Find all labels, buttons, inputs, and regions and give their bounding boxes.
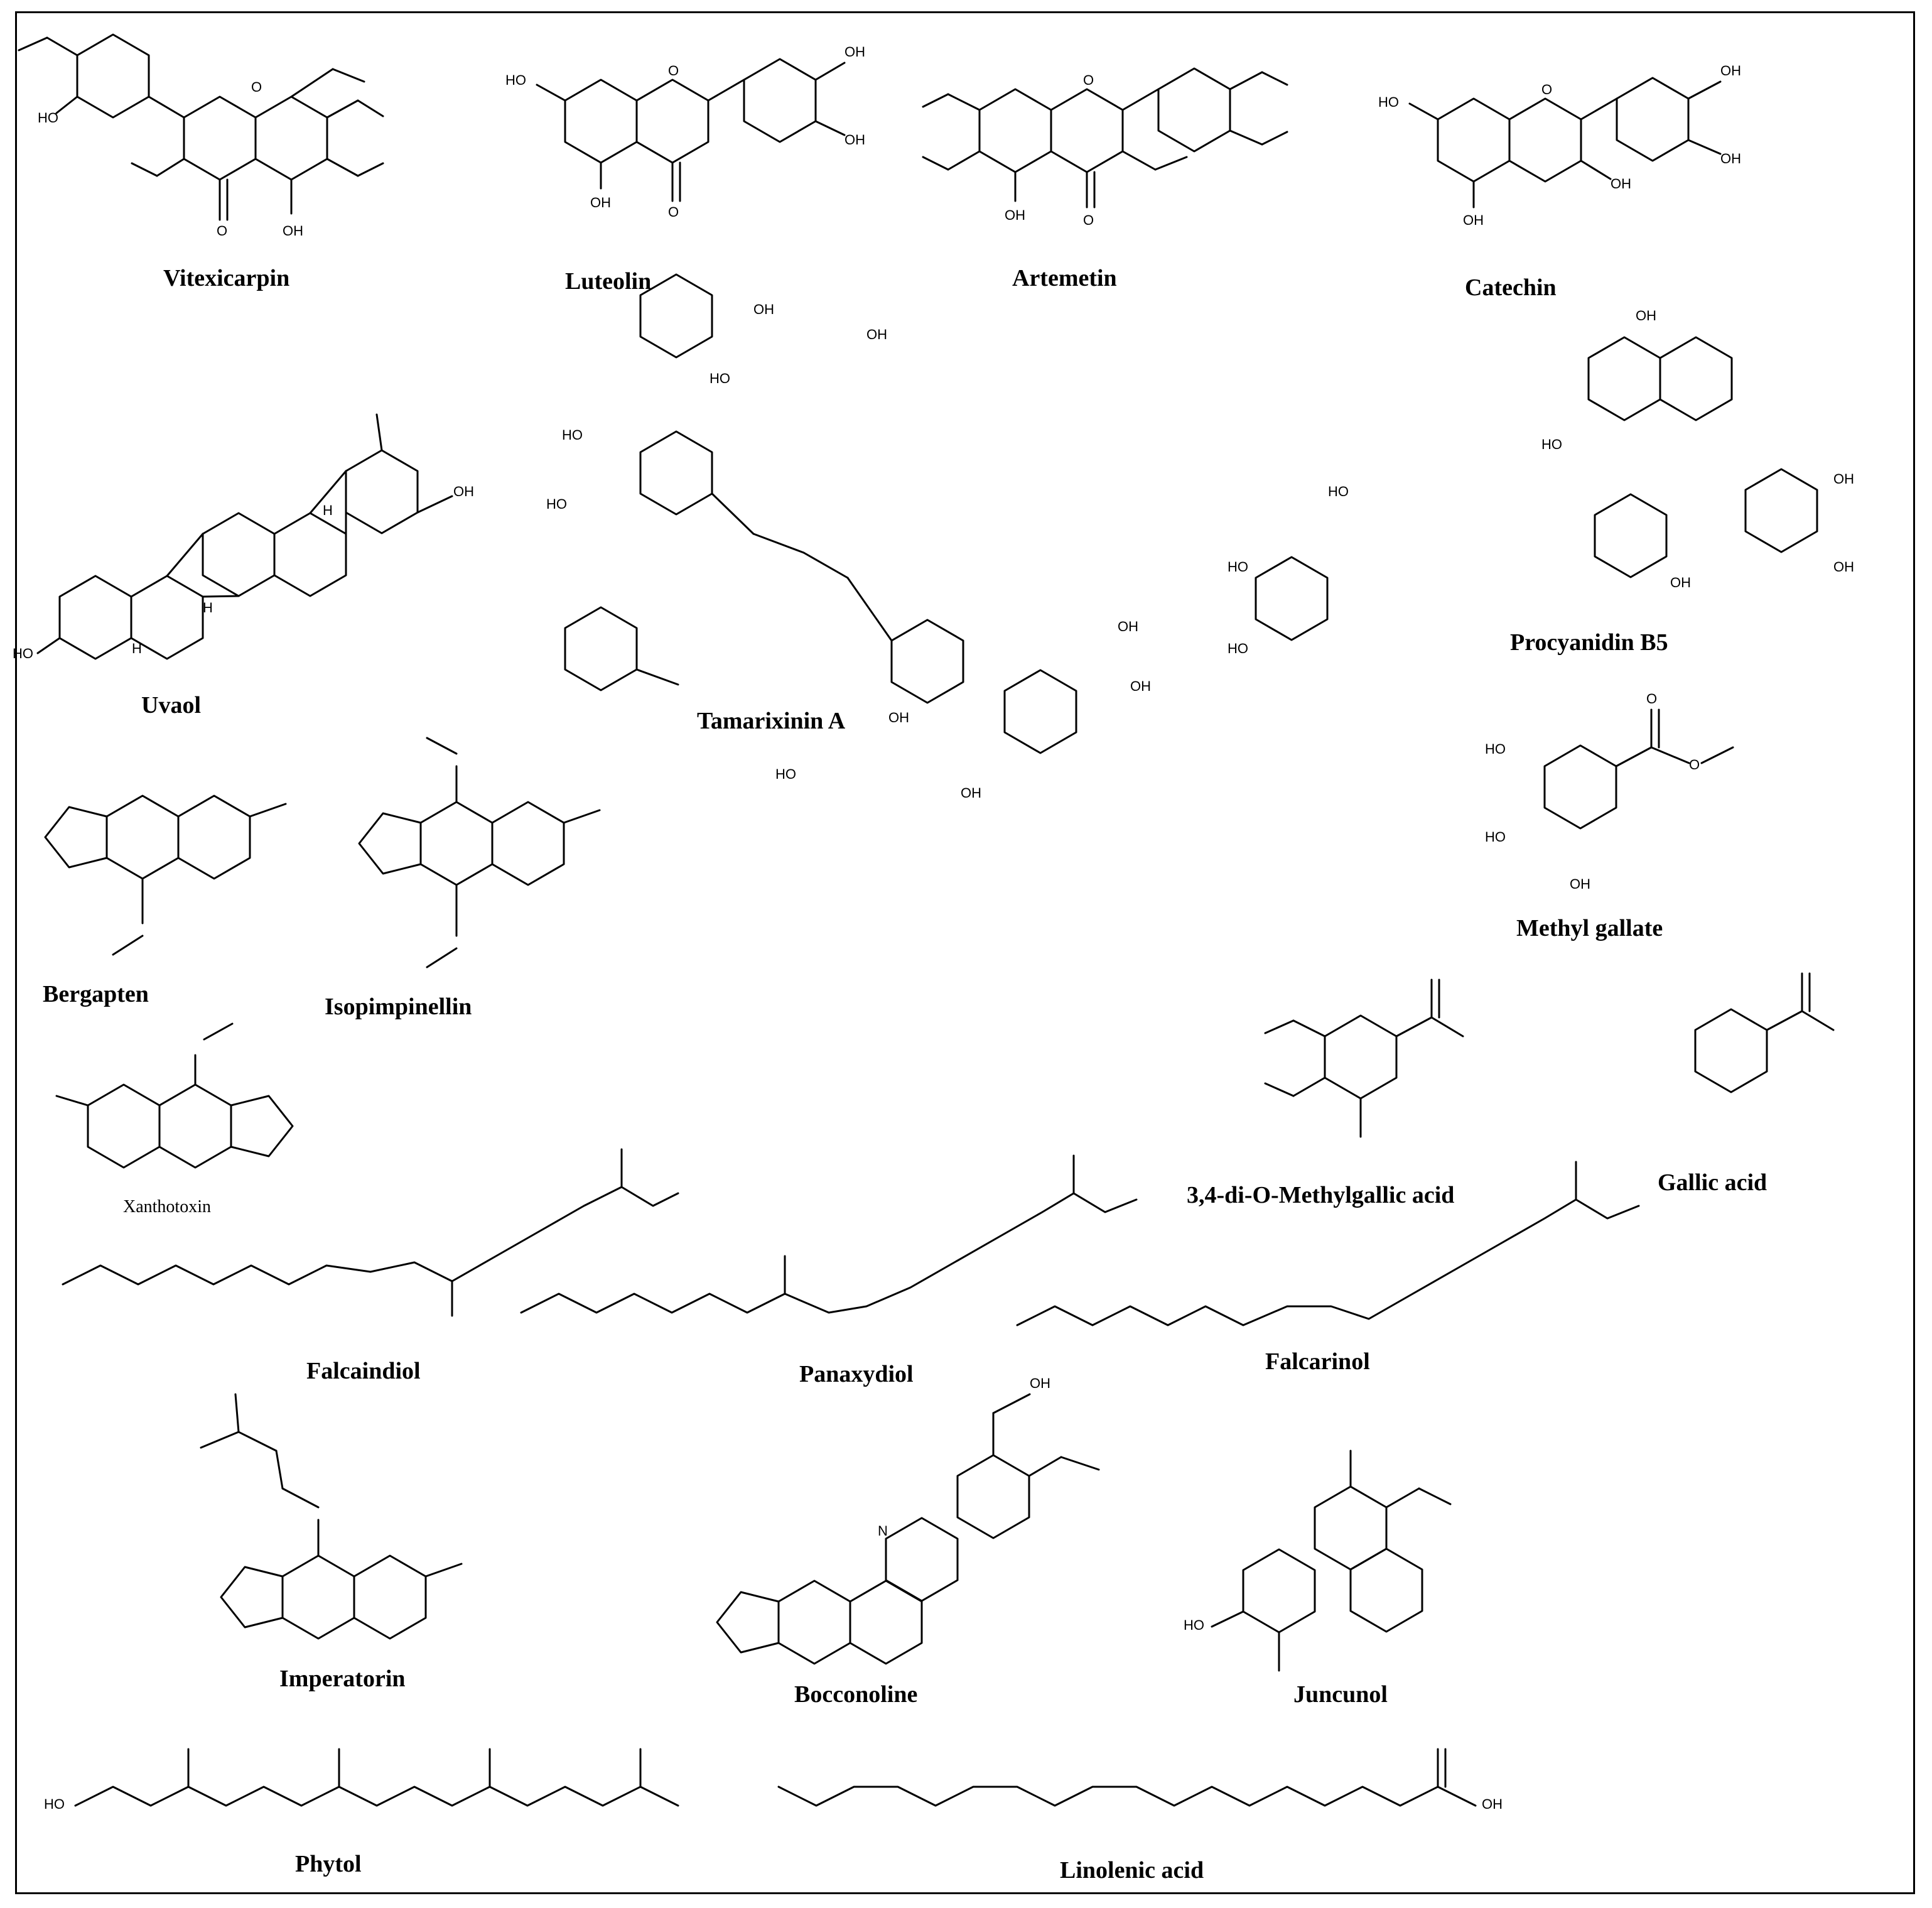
atom-label: OH (1130, 678, 1151, 694)
compound-label-panaxydiol: Panaxydiol (799, 1361, 914, 1387)
compound-label-procyanidin-b5: Procyanidin B5 (1510, 629, 1668, 656)
xanthotoxin-structure (55, 1022, 294, 1169)
dimethylgallic-acid-structure (1264, 978, 1464, 1138)
atom-label: HO (1184, 1617, 1204, 1633)
atom-label: O (251, 79, 262, 95)
atom-label: H (323, 502, 333, 518)
artemetin-structure: OH O O (922, 67, 1288, 228)
compound-label-gallic-acid: Gallic acid (1658, 1169, 1767, 1196)
atom-label: O (668, 204, 679, 220)
compound-label-imperatorin: Imperatorin (279, 1666, 406, 1692)
compound-label-bocconoline: Bocconoline (794, 1681, 917, 1708)
compound-label-artemetin: Artemetin (1012, 265, 1117, 291)
compound-label-tamarixinin-a: Tamarixinin A (697, 708, 846, 734)
atom-label: OH (1670, 575, 1691, 590)
figure-frame (15, 11, 1915, 1894)
atom-label: OH (961, 785, 981, 801)
atom-label: HO (1228, 641, 1248, 656)
uvaol-structure: HO OH H H H (13, 413, 474, 661)
linolenic-acid-structure: OH (777, 1748, 1503, 1812)
compound-label-dimethylgallic-acid: 3,4-di-O-Methylgallic acid (1187, 1182, 1454, 1208)
atom-label: O (217, 223, 227, 239)
compound-label-phytol: Phytol (295, 1851, 362, 1877)
atom-label: O (1083, 212, 1094, 228)
gallic-acid-structure (1694, 972, 1835, 1093)
atom-label: HO (562, 427, 583, 443)
atom-label: H (203, 600, 213, 615)
luteolin-structure: OH OH HO OH O O (505, 44, 865, 220)
atom-label: OH (845, 132, 865, 148)
atom-label: OH (453, 484, 474, 499)
atom-label: HO (1378, 94, 1399, 110)
atom-label: O (1646, 691, 1657, 707)
compound-label-isopimpinellin: Isopimpinellin (325, 994, 472, 1020)
compound-label-bergapten: Bergapten (43, 981, 149, 1007)
compound-label-methyl-gallate: Methyl gallate (1516, 915, 1663, 941)
atom-label: OH (1833, 471, 1854, 487)
atom-label: O (1689, 757, 1700, 772)
atom-label: N (878, 1523, 888, 1539)
atom-label: HO (44, 1796, 65, 1812)
compound-label-xanthotoxin: Xanthotoxin (123, 1197, 211, 1217)
falcaindiol-structure (62, 1148, 679, 1317)
atom-label: OH (1720, 63, 1741, 79)
atom-label: HO (505, 72, 526, 88)
atom-label: OH (753, 301, 774, 317)
compound-label-falcarinol: Falcarinol (1265, 1348, 1370, 1375)
atom-label: HO (775, 766, 796, 782)
atom-label: OH (590, 195, 611, 210)
compound-label-catechin: Catechin (1465, 274, 1557, 301)
atom-label: HO (1485, 741, 1506, 757)
atom-label: HO (1541, 436, 1562, 452)
atom-label: HO (710, 371, 730, 386)
vitexicarpin-structure: HO O OH O (18, 33, 384, 239)
tamarixinin-a-structure: OH OH HO HO HO HO OH OH OH OH (546, 273, 1151, 801)
atom-label: OH (888, 710, 909, 725)
atom-label: O (668, 63, 679, 79)
atom-label: HO (546, 496, 567, 512)
atom-label: H (132, 641, 142, 656)
atom-label: OH (1611, 176, 1631, 192)
atom-label: O (1541, 82, 1552, 97)
compound-label-vitexicarpin: Vitexicarpin (163, 265, 289, 291)
bocconoline-structure: N OH (716, 1375, 1100, 1665)
atom-label: O (1083, 72, 1094, 88)
atom-label: OH (1005, 207, 1025, 223)
compound-name-labels: Vitexicarpin Luteolin Artemetin Catechin… (43, 265, 1767, 1884)
atom-label: OH (1720, 151, 1741, 166)
panaxydiol-structure (520, 1154, 1138, 1314)
imperatorin-structure (200, 1393, 463, 1640)
atom-label: OH (1030, 1375, 1050, 1391)
compound-label-linolenic-acid: Linolenic acid (1060, 1857, 1204, 1884)
atom-label: OH (1118, 619, 1138, 634)
atom-label: HO (1228, 559, 1248, 575)
atom-label: OH (1482, 1796, 1503, 1812)
atom-label: HO (13, 646, 33, 661)
compound-label-falcaindiol: Falcaindiol (306, 1358, 421, 1384)
atom-label: OH (283, 223, 303, 239)
atom-label: HO (38, 110, 58, 126)
methyl-gallate-structure: HO HO OH O O (1485, 691, 1734, 892)
catechin-structure: OH OH HO OH OH O (1378, 63, 1741, 228)
compound-label-luteolin: Luteolin (565, 268, 651, 295)
atom-label: OH (1463, 212, 1484, 228)
atom-label: OH (1570, 876, 1590, 892)
procyanidin-b5-structure: OH HO HO OH OH HO HO OH (1228, 308, 1854, 656)
phytol-structure: HO (44, 1748, 679, 1812)
atom-label: HO (1485, 829, 1506, 845)
atom-label: OH (845, 44, 865, 60)
compound-label-uvaol: Uvaol (141, 692, 201, 718)
falcarinol-structure (1016, 1161, 1640, 1326)
juncunol-structure: HO (1184, 1450, 1452, 1672)
bergapten-structure (44, 794, 287, 956)
atom-label: HO (1328, 484, 1349, 499)
isopimpinellin-structure (358, 737, 601, 968)
atom-label: OH (1636, 308, 1656, 323)
atom-label: OH (866, 327, 887, 342)
compound-label-juncunol: Juncunol (1293, 1681, 1388, 1708)
atom-label: OH (1833, 559, 1854, 575)
